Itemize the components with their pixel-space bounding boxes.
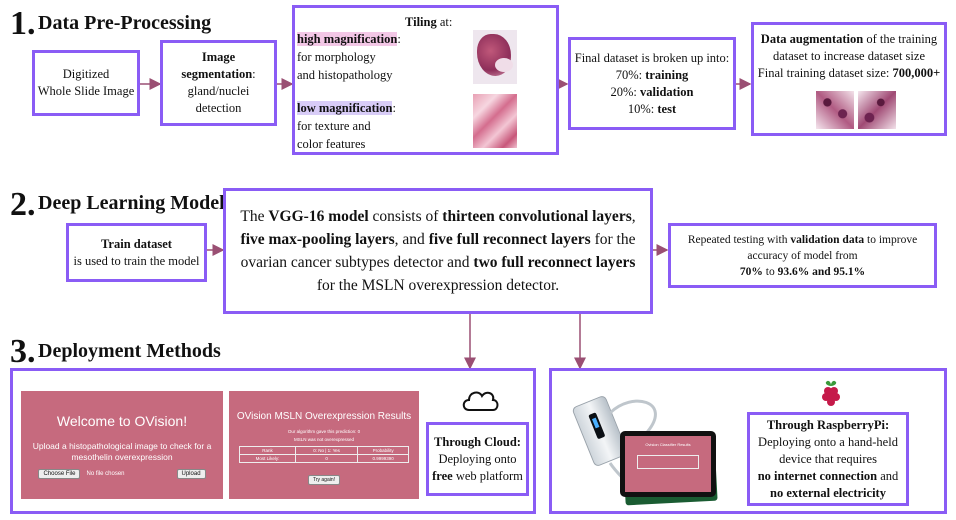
pi-line3: device that requires xyxy=(779,451,877,466)
low-mag-label-text: low magnification xyxy=(297,101,393,115)
pi-title: Through RaspberryPi: xyxy=(766,417,890,432)
cloud-line3: free web platform xyxy=(432,468,523,483)
segmentation-line3: gland/nuclei xyxy=(187,84,250,98)
testing-line1: Repeated testing with validation data to… xyxy=(687,233,918,246)
pi-screen-title: Ovision Classifier Results xyxy=(645,442,691,447)
results-col-prob: Probability xyxy=(357,446,409,455)
augmentation-line3: Final training dataset size: 700,000+ xyxy=(757,66,941,80)
augmentation-line1: Data augmentation of the training xyxy=(760,32,938,46)
app-results-line1: Our algorithm gave this prediction: 0 xyxy=(287,429,361,434)
vgg-model-box: The VGG-16 model consists of thirteen co… xyxy=(223,188,653,314)
augmentation-box: Data augmentation of the training datase… xyxy=(751,22,947,136)
dataset-split-box: Final dataset is broken up into: 70%: tr… xyxy=(568,37,736,130)
raspberrypi-deployment-box: Ovision Classifier Results Through Raspb… xyxy=(549,368,947,514)
segmentation-colon: : xyxy=(252,67,256,81)
low-mag-desc2: color features xyxy=(297,137,366,151)
vgg-line1: The VGG-16 model consists of thirteen co… xyxy=(240,208,636,225)
wsi-line1: Digitized xyxy=(62,67,110,81)
cloud-title: Through Cloud: xyxy=(434,434,521,449)
wsi-line2: Whole Slide Image xyxy=(37,84,135,98)
augmented-tile-image-2 xyxy=(858,91,896,129)
app-results-screenshot: OVision MSLN Overexpression Results Our … xyxy=(229,391,419,499)
cloud-line2: Deploying onto xyxy=(438,451,517,466)
split-test: 10%: test xyxy=(627,101,677,116)
upload-button[interactable]: Upload xyxy=(176,469,206,479)
augmented-tile-image-1 xyxy=(816,91,854,129)
high-mag-desc2: and histopathology xyxy=(297,68,393,82)
high-mag-label-text: high magnification xyxy=(297,32,398,46)
section-3-number: 3. xyxy=(10,333,36,370)
section-2-title: Deep Learning Model xyxy=(38,192,225,214)
high-mag-tile-image xyxy=(473,30,517,84)
section-1-title: Data Pre-Processing xyxy=(38,12,212,34)
vgg-line2: five max-pooling layers, and five full r… xyxy=(240,231,636,248)
app-welcome-title: Welcome to OVision! xyxy=(56,413,188,429)
pi-line2: Deploying onto a hand-held xyxy=(758,434,898,449)
tiling-header-bold: Tiling xyxy=(405,15,437,29)
testing-box: Repeated testing with validation data to… xyxy=(668,223,937,288)
section-1-number: 1. xyxy=(10,5,36,42)
high-mag-desc1: for morphology xyxy=(297,50,376,64)
cloud-icon xyxy=(462,391,499,411)
segmentation-box: Image segmentation: gland/nuclei detecti… xyxy=(160,40,277,126)
testing-line2: accuracy of model from xyxy=(747,249,858,262)
tiling-header: Tiling at: xyxy=(405,14,452,31)
wsi-box: Digitized Whole Slide Image xyxy=(32,50,140,116)
low-mag-desc1: for texture and xyxy=(297,119,371,133)
high-mag-colon: : xyxy=(397,32,401,46)
try-again-button[interactable]: Try again! xyxy=(307,475,341,485)
vgg-line4: for the MSLN overexpression detector. xyxy=(316,277,560,294)
pi-touchscreen: Ovision Classifier Results xyxy=(620,431,716,497)
pi-screen-content: Ovision Classifier Results xyxy=(625,436,711,492)
train-dataset-desc: is used to train the model xyxy=(73,253,200,268)
choose-file-button[interactable]: Choose File xyxy=(38,469,81,479)
results-row-class: 0 xyxy=(295,454,359,463)
app-welcome-subtitle2: mesothelin overexpression xyxy=(71,452,173,462)
cloud-text-box: Through Cloud: Deploying onto free web p… xyxy=(426,422,529,496)
segmentation-line4: detection xyxy=(195,101,242,115)
split-intro: Final dataset is broken up into: xyxy=(574,50,730,65)
pi-text-box: Through RaspberryPi: Deploying onto a ha… xyxy=(747,412,909,506)
results-col-class: 0: No | 1: Yes xyxy=(295,446,359,455)
low-mag-colon: : xyxy=(392,101,396,115)
section-2-number: 2. xyxy=(10,186,36,223)
train-dataset-box: Train dataset is used to train the model xyxy=(66,223,207,282)
high-mag-label: high magnification: xyxy=(297,31,401,48)
low-mag-tile-image xyxy=(473,94,517,148)
raspberry-icon xyxy=(822,380,840,406)
app-welcome-screenshot: Welcome to OVision! Upload a histopathol… xyxy=(21,391,223,499)
vgg-line3: ovarian cancer subtypes detector and two… xyxy=(240,254,636,271)
pi-line5: no external electricity xyxy=(770,485,886,500)
section-3-title: Deployment Methods xyxy=(38,340,221,362)
low-mag-label: low magnification: xyxy=(297,100,396,117)
tiling-header-rest: at: xyxy=(436,15,453,29)
pi-line4: no internet connection and xyxy=(757,468,899,483)
app-results-title: OVision MSLN Overexpression Results xyxy=(236,411,412,422)
results-row-rank: Most Likely: xyxy=(238,454,297,463)
testing-line3: 70% to 93.6% and 95.1% xyxy=(739,265,866,278)
segmentation-line1: Image xyxy=(201,50,236,64)
augmentation-line2: dataset to increase dataset size xyxy=(772,49,925,63)
no-file-chosen-text: No file chosen xyxy=(86,471,125,477)
tiling-box: Tiling at: high magnification: for morph… xyxy=(292,5,559,155)
results-col-rank: Rank xyxy=(238,446,297,455)
train-dataset-title: Train dataset xyxy=(101,236,172,251)
split-train: 70%: training xyxy=(615,67,689,82)
app-welcome-subtitle1: Upload a histopathological image to chec… xyxy=(32,441,212,451)
segmentation-line2: segmentation xyxy=(181,67,253,81)
cloud-deployment-box: Welcome to OVision! Upload a histopathol… xyxy=(10,368,536,514)
split-validation: 20%: validation xyxy=(610,84,694,99)
app-results-line2: MSLN was not overexpressed xyxy=(293,437,355,442)
results-row-prob: 0.9999390 xyxy=(357,454,409,463)
